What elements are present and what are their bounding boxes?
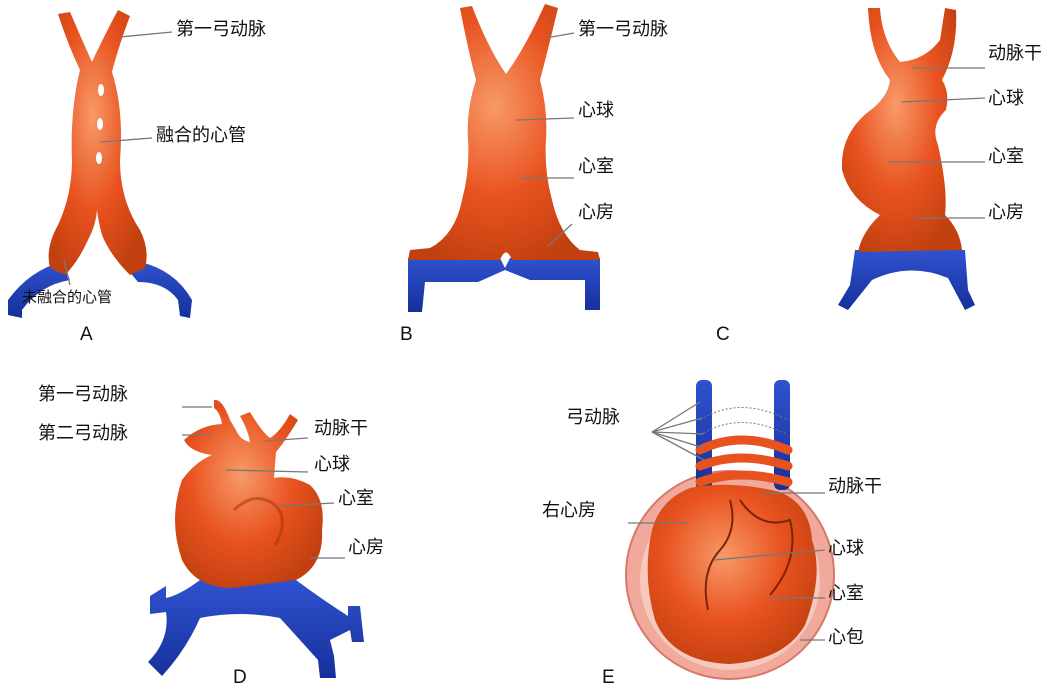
- panel-d-leader-truncus: [264, 437, 309, 442]
- panel-e-label-bulbus: 心球: [828, 538, 864, 559]
- panel-d-label-ventricle: 心室: [338, 488, 374, 509]
- panel-a-unfused-left-vein: [8, 262, 70, 318]
- panel-b-drawing: [408, 4, 600, 312]
- panel-e-leader-lines: [628, 401, 826, 641]
- panel-d-leader-ventricle: [277, 502, 335, 507]
- panel-e-leader-arches-3: [651, 431, 705, 435]
- panel-a-leader-lines: [63, 31, 173, 286]
- panel-d-leader-bulbus: [225, 469, 309, 473]
- panel-b-leader-bulbus: [515, 117, 575, 121]
- panel-c-leader-bulbus: [901, 97, 986, 103]
- panel-a-leader-unfused-tube: [63, 259, 71, 286]
- panel-e-regressed-arches: [699, 407, 789, 436]
- panel-e-leader-arches-2: [651, 417, 703, 433]
- panel-a-label-fused-tube: 融合的心管: [156, 125, 246, 146]
- panel-c-heart-tube: [841, 8, 962, 252]
- panel-d-veins: [148, 580, 364, 678]
- panel-c-drawing: [838, 8, 975, 310]
- panel-e-label-arches: 弓动脉: [566, 407, 620, 428]
- panel-c-venous-sinus: [838, 250, 975, 310]
- panel-e-drawing: [625, 380, 835, 680]
- panel-d-label-truncus: 动脉干: [314, 418, 368, 439]
- panel-e-label-right-atrium: 右心房: [542, 500, 596, 521]
- panel-c-label-atrium: 心房: [988, 202, 1024, 223]
- panel-e-label-truncus: 动脉干: [828, 476, 882, 497]
- panel-a-unfused-right-vein: [128, 262, 192, 318]
- panel-c-label-ventricle: 心室: [988, 146, 1024, 167]
- panel-c-label-truncus: 动脉干: [988, 43, 1042, 64]
- panel-d-caption: D: [233, 667, 247, 688]
- panel-c-label-bulbus: 心球: [988, 88, 1024, 109]
- panel-d-label-bulbus: 心球: [314, 454, 350, 475]
- panel-d-label-second-arch: 第二弓动脉: [38, 423, 128, 444]
- panel-e-leader-arches-5: [651, 431, 705, 461]
- panel-a-caption: A: [80, 324, 93, 345]
- panel-b-caption: B: [400, 324, 413, 345]
- panel-b-label-bulbus: 心球: [578, 100, 614, 121]
- panel-d-drawing: [148, 399, 364, 678]
- panel-d-heart: [175, 399, 323, 588]
- panel-a-drawing: [8, 10, 192, 318]
- panel-b-leader-first-arch: [545, 32, 575, 39]
- panel-b-heart-tube: [408, 4, 600, 260]
- panel-c-leader-lines: [888, 67, 986, 219]
- panel-e-arch-arteries: [695, 435, 793, 487]
- panel-e-heart: [647, 484, 817, 664]
- panel-e-label-ventricle: 心室: [828, 583, 864, 604]
- panel-d-label-first-arch: 第一弓动脉: [38, 384, 128, 405]
- panel-e-leader-arches-1: [651, 401, 701, 433]
- panel-a-leader-first-arch: [119, 31, 173, 38]
- panel-d-leader-lines: [182, 406, 345, 559]
- panel-a-heart-tube: [48, 10, 147, 275]
- panel-b-label-first-arch: 第一弓动脉: [578, 19, 668, 40]
- panel-b-leader-atrium: [547, 223, 573, 247]
- panel-e-label-pericardium: 心包: [828, 627, 864, 648]
- panel-e-leader-arches-4: [651, 431, 705, 449]
- panel-e-caption: E: [602, 667, 615, 688]
- panel-e-left-vessel: [696, 380, 712, 490]
- panel-e-leader-bulbus: [713, 549, 826, 561]
- panel-b-label-atrium: 心房: [578, 202, 614, 223]
- panel-a-label-first-arch: 第一弓动脉: [176, 19, 266, 40]
- panel-a-leader-fused-tube: [99, 137, 153, 143]
- panel-b-leader-lines: [515, 32, 575, 247]
- panel-c-caption: C: [716, 324, 730, 345]
- panel-b-venous-sinus: [408, 258, 600, 312]
- panel-b-label-ventricle: 心室: [578, 156, 614, 177]
- panel-d-label-atrium: 心房: [348, 537, 384, 558]
- panel-a-label-unfused-tube: 未融合的心管: [22, 288, 113, 306]
